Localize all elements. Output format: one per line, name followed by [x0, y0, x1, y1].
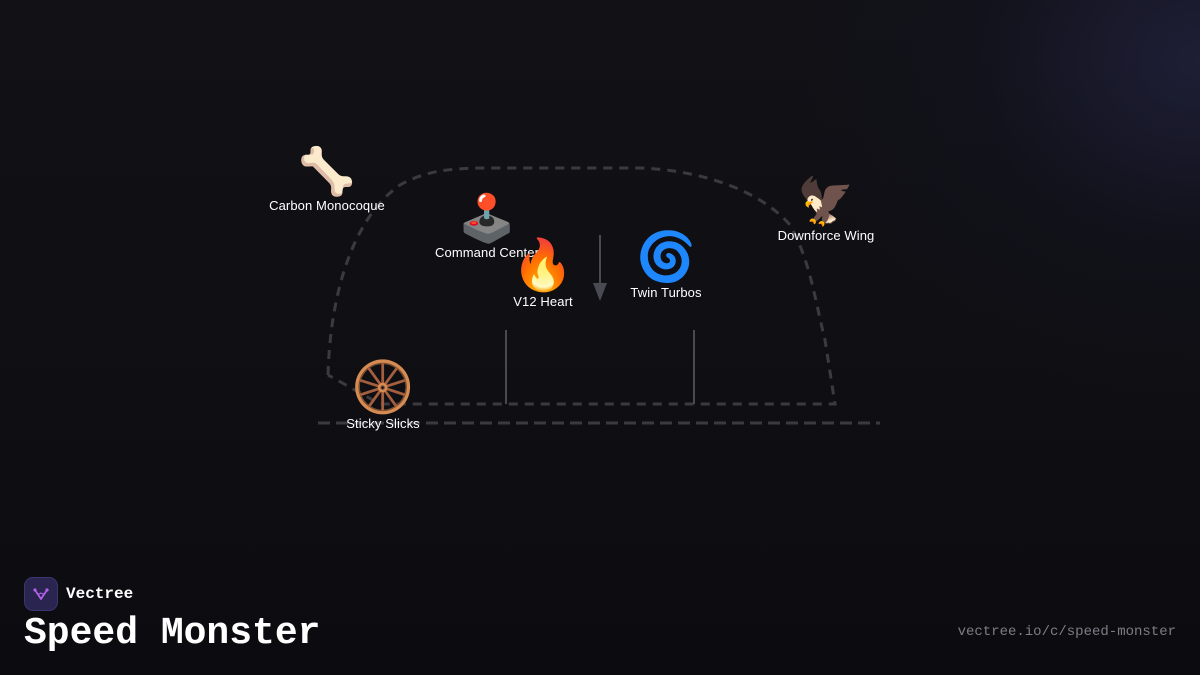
eagle-icon: 🦅: [797, 174, 855, 228]
page-title: Speed Monster: [24, 612, 321, 655]
node-label: Carbon Monocoque: [269, 198, 385, 213]
node-v12-heart[interactable]: 🔥 V12 Heart: [512, 240, 574, 309]
vectree-logo-icon: [24, 577, 58, 611]
node-carbon-monocoque[interactable]: 🦴 Carbon Monocoque: [269, 148, 385, 213]
brand-name: Vectree: [66, 585, 134, 603]
car-body-outline: [326, 166, 837, 406]
node-label: Command Center: [435, 245, 539, 260]
node-label: Downforce Wing: [777, 228, 875, 243]
node-downforce-wing[interactable]: 🦅 Downforce Wing: [778, 178, 875, 243]
node-command-center[interactable]: 🕹️ Command Center: [435, 195, 539, 260]
tire-icon: 🛞: [351, 358, 415, 416]
share-url[interactable]: vectree.io/c/speed-monster: [957, 624, 1176, 640]
cyclone-icon: 🌀: [636, 229, 696, 285]
node-label: Twin Turbos: [630, 285, 702, 300]
node-sticky-slicks[interactable]: 🛞 Sticky Slicks: [346, 362, 420, 431]
joystick-icon: 🕹️: [458, 191, 516, 245]
brand[interactable]: Vectree: [24, 577, 133, 611]
node-twin-turbos[interactable]: 🌀 Twin Turbos: [630, 233, 701, 300]
bone-icon: 🦴: [298, 144, 356, 198]
node-label: V12 Heart: [513, 294, 573, 309]
node-label: Sticky Slicks: [346, 416, 420, 431]
connector-arrowhead: [593, 283, 607, 301]
fire-icon: 🔥: [511, 236, 575, 294]
